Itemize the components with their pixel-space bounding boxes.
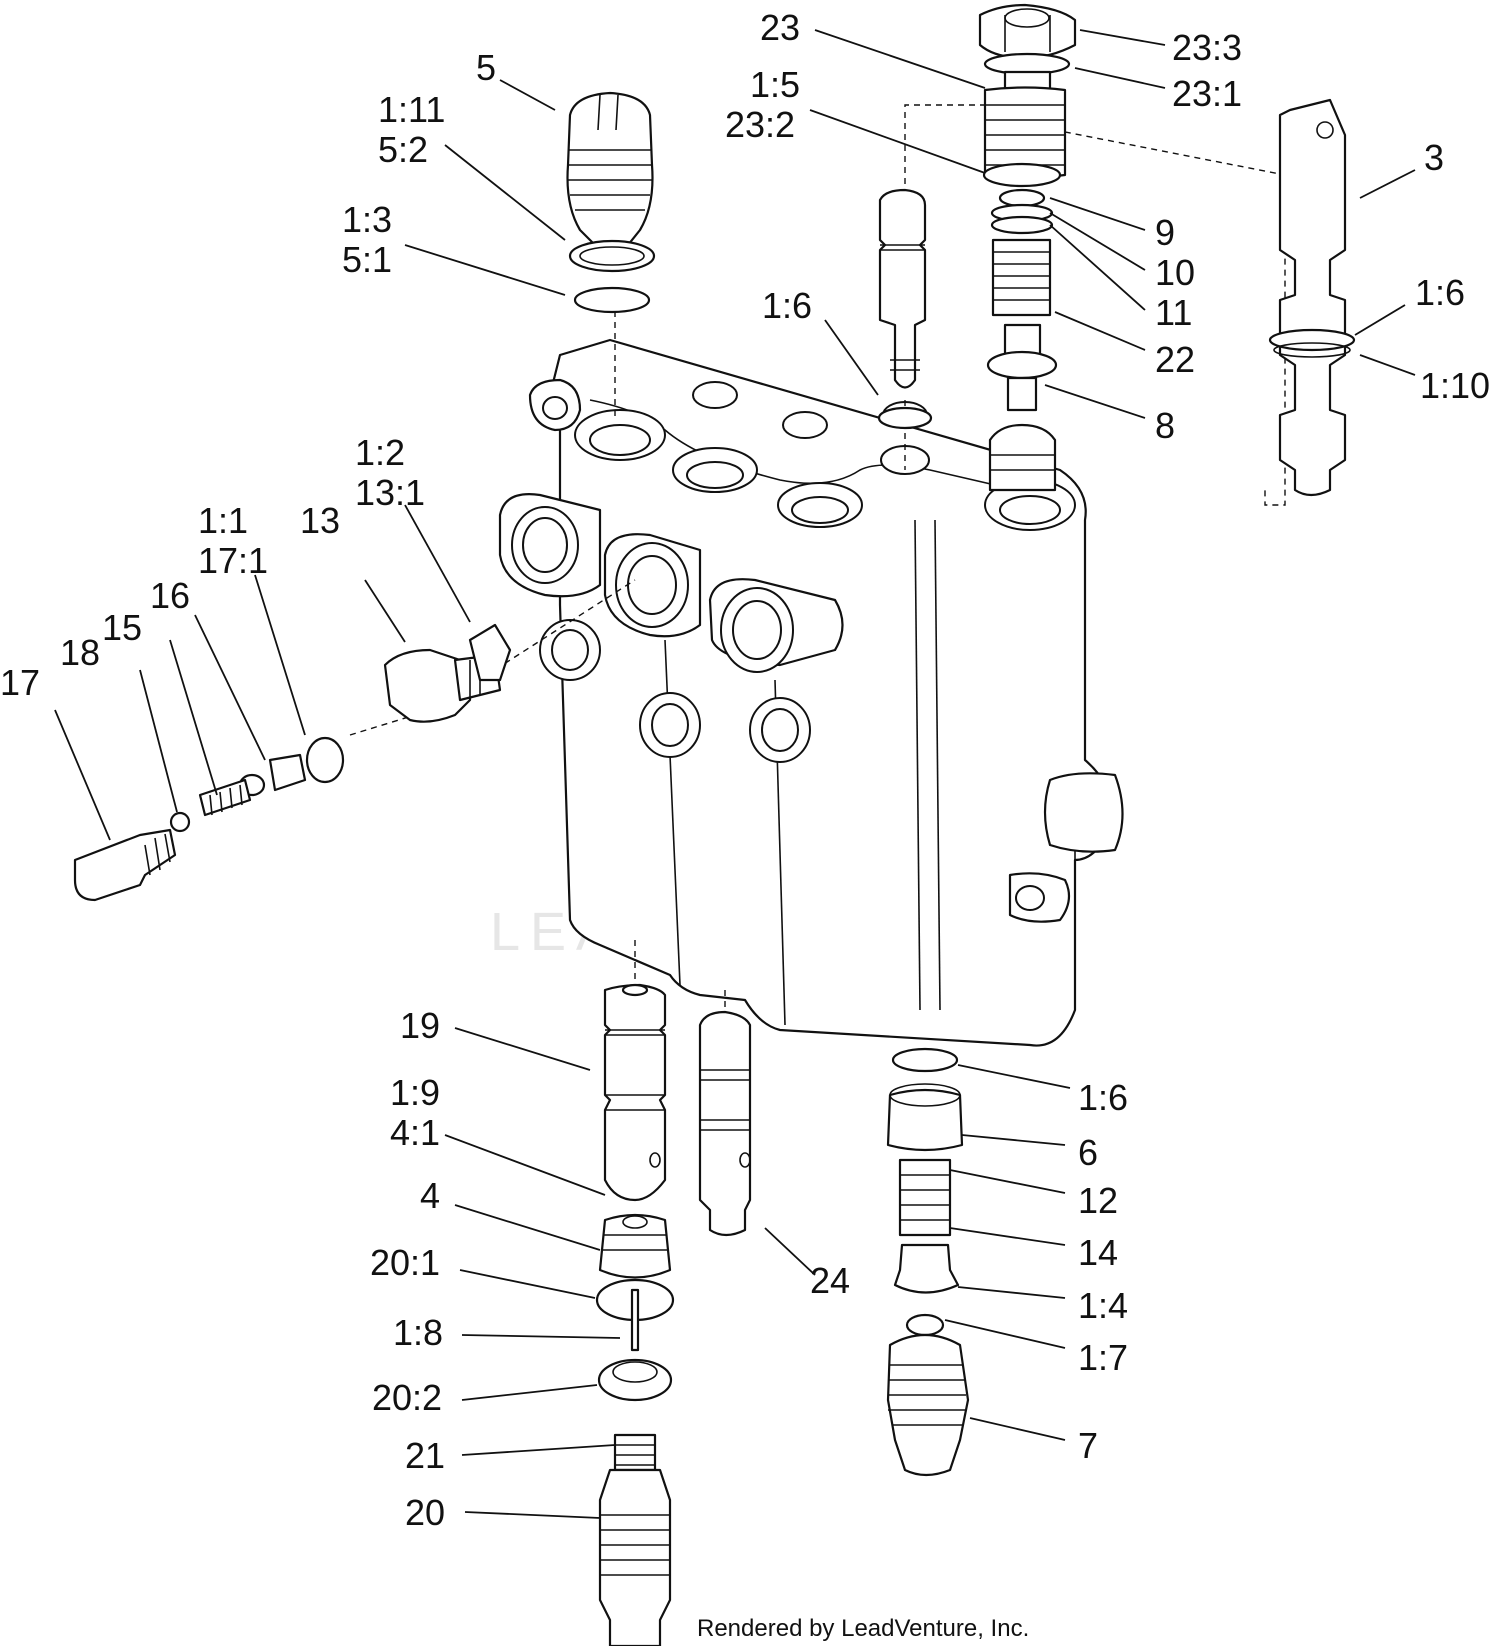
callout-label: 5:2 [378,129,428,170]
lower-right-stack [886,1047,970,1477]
callout-label: 20:2 [372,1377,442,1418]
callout-labels: 23 23:3 23:1 1:5 23:2 5 1:11 5:2 1:3 5:1… [0,7,1490,1533]
leader-lines [54,29,1416,1519]
callout-label: 19 [400,1005,440,1046]
callout-label: 23 [760,7,800,48]
callout-label: 24 [810,1260,850,1301]
detent-stack-23 [978,3,1077,492]
callout-label: 1:6 [1415,272,1465,313]
callout-label: 17:1 [198,540,268,581]
callout-label: 1:6 [1078,1077,1128,1118]
spool-top-center [877,188,933,430]
callout-label: 1:10 [1420,365,1490,406]
callout-label: 9 [1155,212,1175,253]
callout-label: 21 [405,1435,445,1476]
lower-left-stack [595,983,675,1646]
callout-label: 1:3 [342,199,392,240]
callout-label: 1:9 [390,1072,440,1113]
relief-assembly [73,623,512,902]
callout-label: 1:11 [378,89,445,130]
callout-label: 1:2 [355,432,405,473]
valve-body [498,338,1124,1047]
callout-label: 1:4 [1078,1285,1128,1326]
callout-label: 17 [0,662,40,703]
callout-label: 7 [1078,1425,1098,1466]
callout-label: 18 [60,632,100,673]
callout-label: 12 [1078,1180,1118,1221]
callout-label: 1:8 [393,1312,443,1353]
callout-label: 23:2 [725,104,795,145]
render-credit: Rendered by LeadVenture, Inc. [697,1615,1029,1642]
callout-label: 13 [300,500,340,541]
callout-label: 16 [150,575,190,616]
callout-label: 23:1 [1172,73,1242,114]
callout-label: 13:1 [355,472,425,513]
callout-label: 1:1 [198,500,248,541]
callout-label: 10 [1155,252,1195,293]
callout-label: 1:7 [1078,1337,1128,1378]
callout-label: 3 [1424,137,1444,178]
callout-label: 6 [1078,1132,1098,1173]
spool-24 [698,1010,752,1237]
callout-label: 22 [1155,339,1195,380]
callout-label: 8 [1155,405,1175,446]
spool-3 [1268,98,1356,497]
callout-label: 5 [476,47,496,88]
callout-label: 14 [1078,1232,1118,1273]
callout-label: 20 [405,1492,445,1533]
callout-label: 23:3 [1172,27,1242,68]
callout-label: 4:1 [390,1112,440,1153]
callout-label: 15 [102,607,142,648]
callout-label: 1:5 [750,64,800,105]
plug-5 [566,91,656,314]
callout-label: 11 [1155,292,1192,333]
callout-label: 20:1 [370,1242,440,1283]
callout-label: 4 [420,1175,440,1216]
callout-label: 1:6 [762,285,812,326]
callout-label: 5:1 [342,239,392,280]
